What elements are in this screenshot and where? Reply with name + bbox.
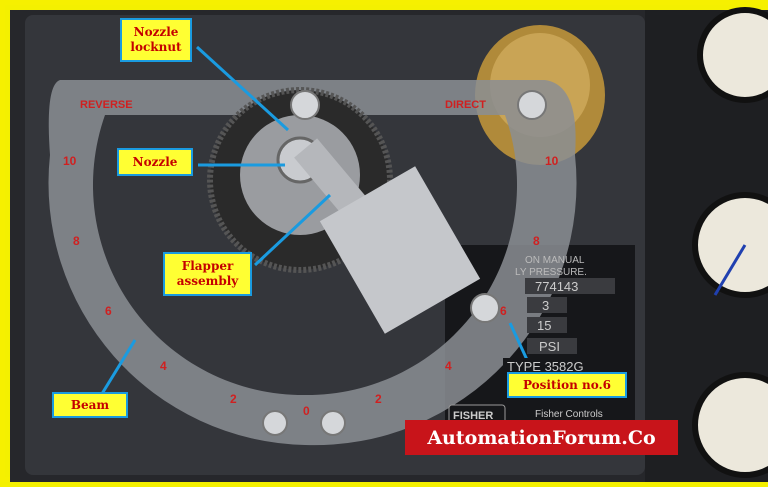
reverse-marking: REVERSE bbox=[80, 99, 133, 111]
nameplate-high: 15 bbox=[537, 318, 551, 333]
nameplate-unit: PSI bbox=[539, 339, 560, 354]
label-position: Position no.6 bbox=[507, 372, 627, 398]
scale-label: 6 bbox=[500, 304, 507, 318]
nameplate-text: ON MANUAL LY PRESSURE. 774143 3 15 PSI T… bbox=[448, 255, 615, 424]
nameplate-type: TYPE 3582G bbox=[507, 359, 584, 374]
scale-label: 6 bbox=[105, 304, 112, 318]
callout-arrows bbox=[98, 45, 537, 398]
nameplate-serial: 774143 bbox=[535, 279, 578, 294]
scale-label: 8 bbox=[533, 234, 540, 248]
bolts bbox=[262, 90, 547, 436]
flapper-assembly bbox=[319, 166, 481, 334]
nameplate-low: 3 bbox=[542, 298, 549, 313]
direct-marking: DIRECT bbox=[445, 99, 486, 111]
nameplate-line1: ON MANUAL bbox=[525, 255, 585, 266]
scale-label: 2 bbox=[230, 392, 237, 406]
label-nozzle: Nozzle bbox=[117, 148, 193, 176]
scale-label: 0 bbox=[303, 404, 310, 418]
watermark-banner: AutomationForum.Co bbox=[405, 420, 678, 455]
nameplate-line2: LY PRESSURE. bbox=[515, 267, 587, 278]
label-nozzle-locknut: Nozzle locknut bbox=[120, 18, 192, 62]
scale-label: 10 bbox=[545, 154, 559, 168]
nameplate-company: Fisher Controls bbox=[535, 409, 603, 420]
label-beam: Beam bbox=[52, 392, 128, 418]
gauge-bottom bbox=[692, 372, 768, 478]
positioner-photo: REVERSE DIRECT 10 8 6 4 2 0 2 4 6 8 10 O… bbox=[10, 7, 768, 482]
label-flapper-assembly: Flapper assembly bbox=[163, 252, 252, 296]
gauge-top bbox=[697, 7, 768, 103]
nameplate-brand: FISHER bbox=[453, 410, 493, 422]
scale-label: 8 bbox=[73, 234, 80, 248]
scale-label: 4 bbox=[160, 359, 167, 373]
scale-label: 2 bbox=[375, 392, 382, 406]
beam-plate bbox=[48, 80, 577, 446]
scale-label: 4 bbox=[445, 359, 452, 373]
scale-label: 10 bbox=[63, 154, 77, 168]
gauge-middle bbox=[692, 192, 768, 298]
